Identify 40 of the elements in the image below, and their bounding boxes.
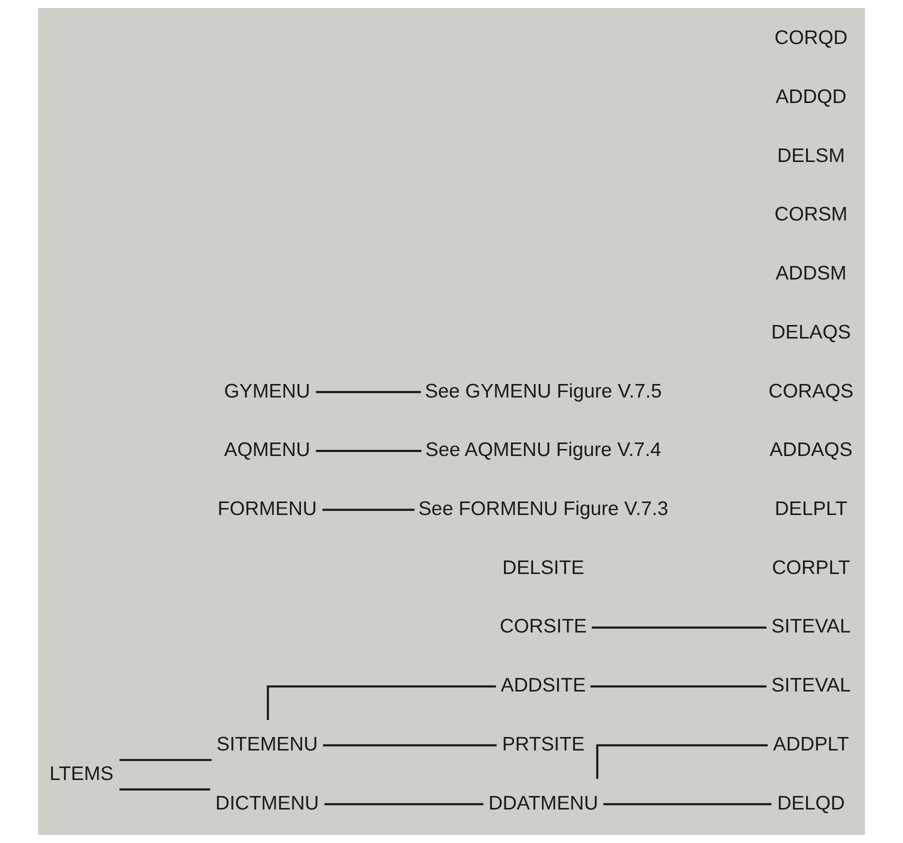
connector xyxy=(266,685,496,720)
connector xyxy=(322,508,415,511)
node-text: CORPLT xyxy=(772,556,850,579)
node-text: PRTSITE xyxy=(502,733,585,756)
connector xyxy=(316,450,422,452)
connector xyxy=(119,788,210,790)
node-text: DELAQS xyxy=(771,321,851,344)
node-text: CORSM xyxy=(774,204,848,226)
node-text: DELPLT xyxy=(774,498,848,520)
node-text: ADDQD xyxy=(776,86,846,108)
node-text: CORAQS xyxy=(768,380,854,402)
node-text: DDATMENU xyxy=(488,792,598,814)
node-text: See GYMENU Figure V.7.5 xyxy=(424,380,662,402)
node-text: DELSITE xyxy=(502,556,584,579)
node-text: ADDAQS xyxy=(770,439,852,462)
node-text: SITEVAL xyxy=(771,674,851,697)
connector xyxy=(324,803,484,806)
connector xyxy=(119,758,212,762)
connector xyxy=(316,391,421,394)
node-text: ADDSITE xyxy=(500,674,586,697)
node-text: DELQD xyxy=(777,792,845,814)
connector xyxy=(323,744,497,746)
node-text: SITEVAL xyxy=(771,616,851,638)
connector xyxy=(592,626,766,629)
node-text: LTEMS xyxy=(49,762,114,785)
node-text: ADDPLT xyxy=(773,733,849,756)
node-text: AQMENU xyxy=(224,439,310,462)
node-text: CORQD xyxy=(774,27,848,50)
node-text: DELSM xyxy=(777,144,845,167)
connector xyxy=(590,685,766,688)
node-text: ADDSM xyxy=(776,262,846,285)
node-text: See FORMENU Figure V.7.3 xyxy=(418,498,668,520)
connector xyxy=(596,744,768,779)
node-text: SITEMENU xyxy=(216,733,318,756)
connector xyxy=(603,803,772,806)
node-text: FORMENU xyxy=(218,498,317,520)
node-text: DICTMENU xyxy=(215,792,319,814)
node-text: CORSITE xyxy=(500,616,587,638)
node-text: See AQMENU Figure V.7.4 xyxy=(425,439,662,462)
node-text: GYMENU xyxy=(224,380,310,402)
